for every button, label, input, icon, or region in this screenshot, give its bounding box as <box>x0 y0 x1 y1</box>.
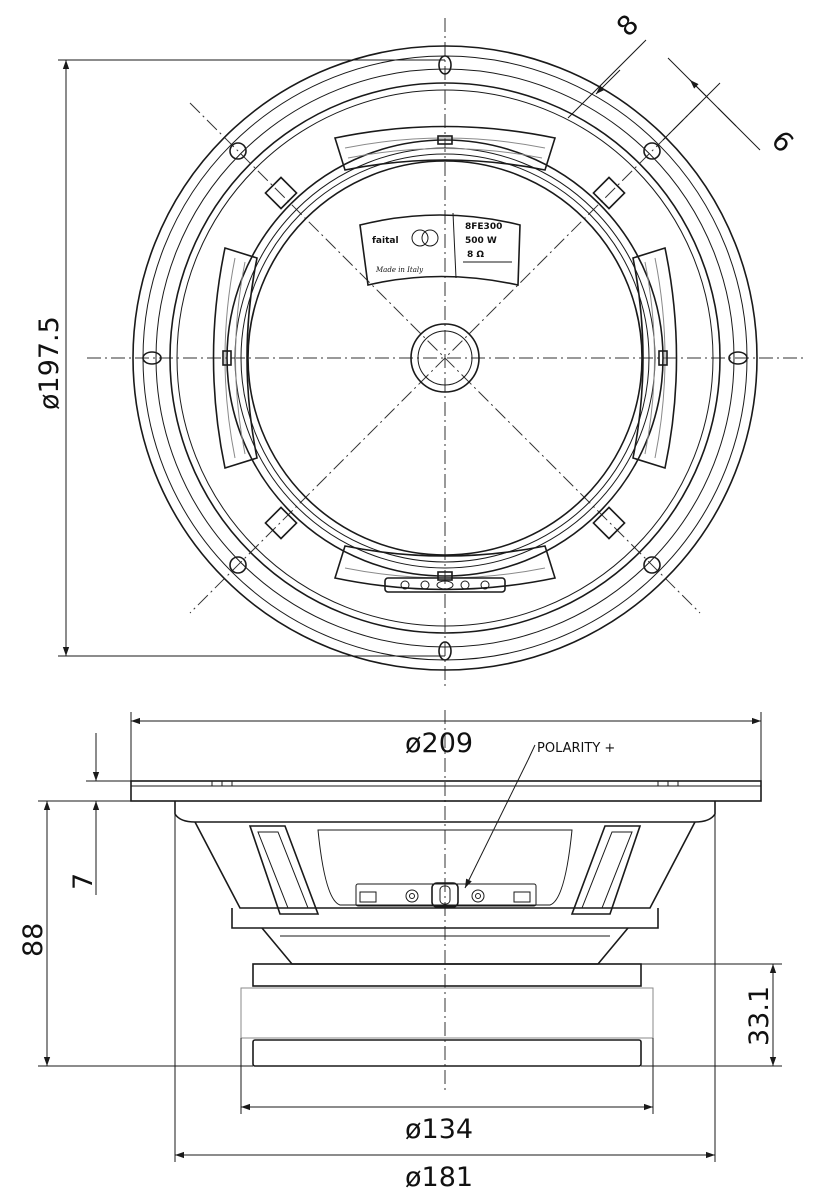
label-model: 8FE300 <box>465 222 502 232</box>
front-view: faital Made in Italy 8FE300 500 W 8 Ω ø1… <box>34 9 805 690</box>
basket-ring-inner <box>176 89 714 627</box>
mounting-holes <box>142 55 748 661</box>
dim-magnet-height-text: 33.1 <box>744 986 775 1046</box>
mounting-hole <box>643 556 661 574</box>
side-back-plate <box>252 1039 642 1067</box>
mounting-hole <box>229 142 247 160</box>
mounting-hole <box>728 351 748 365</box>
basket-window-top <box>333 125 557 171</box>
flange-ring-3 <box>155 68 735 648</box>
label-brand: faital <box>372 236 399 246</box>
side-magnet <box>240 987 654 1039</box>
dim-magnet-diameter: ø134 <box>240 1038 654 1145</box>
basket-window-left <box>212 246 258 470</box>
dim-hole-spacing-text: 8 <box>611 9 645 43</box>
pole-vent-outer <box>410 323 480 393</box>
side-view: POLARITY + ø209 7 88 <box>18 710 782 1193</box>
side-flange <box>130 780 762 802</box>
mounting-hole <box>438 641 452 661</box>
polarity-label: POLARITY + <box>537 741 615 756</box>
product-label: faital Made in Italy 8FE300 500 W 8 Ω <box>359 212 521 286</box>
dim-total-depth: 88 <box>18 800 253 1067</box>
dim-hole-size: 6 <box>662 57 799 159</box>
mounting-hole <box>643 142 661 160</box>
dim-front-diameter-text: ø197.5 <box>34 316 65 410</box>
magnet-plate <box>247 160 643 556</box>
basket-window-bottom <box>333 545 557 591</box>
side-basket-window <box>317 829 573 906</box>
dim-basket-diameter: ø181 <box>174 814 716 1193</box>
dim-outer-flange-diameter: ø209 <box>130 712 762 781</box>
label-power: 500 W <box>465 236 497 246</box>
side-basket-body <box>194 821 696 909</box>
side-basket-rim <box>231 908 659 929</box>
side-top-plate <box>252 963 642 987</box>
basket-windows <box>212 125 678 591</box>
pole-vent-inner <box>417 330 473 386</box>
dim-magnet-diameter-text: ø134 <box>405 1114 473 1145</box>
dim-total-depth-text: 88 <box>18 923 49 957</box>
dim-basket-diameter-text: ø181 <box>405 1162 473 1193</box>
dim-outer-flange-diameter-text: ø209 <box>405 728 473 759</box>
mounting-hole <box>229 556 247 574</box>
basket-clips <box>264 176 626 540</box>
dim-hole-spacing: 8 <box>567 9 647 119</box>
dim-flange-thickness-text: 7 <box>68 873 99 890</box>
magnet-outer-ring <box>226 139 664 577</box>
mounting-hole <box>142 351 162 365</box>
label-origin: Made in Italy <box>375 266 424 274</box>
side-basket-leg-left <box>248 825 320 915</box>
dim-flange-thickness: 7 <box>68 733 175 895</box>
basket-ring <box>169 82 721 634</box>
mounting-hole <box>438 55 452 75</box>
side-terminals <box>355 882 537 908</box>
outer-flange-ring <box>132 45 758 671</box>
dim-front-diameter: ø197.5 <box>34 59 445 657</box>
diagonal-centerline-2 <box>189 102 701 614</box>
magnet-ring-3 <box>240 153 650 563</box>
terminal-strip-front <box>384 577 506 593</box>
brand-logo-icon <box>411 229 429 247</box>
dim-hole-size-text: 6 <box>765 125 799 159</box>
dim-magnet-height: 33.1 <box>641 963 782 1067</box>
side-basket-leg-right <box>570 825 642 915</box>
basket-tabs <box>222 135 668 581</box>
basket-window-right <box>632 246 678 470</box>
label-impedance: 8 Ω <box>467 250 484 260</box>
side-basket-top <box>174 801 716 823</box>
